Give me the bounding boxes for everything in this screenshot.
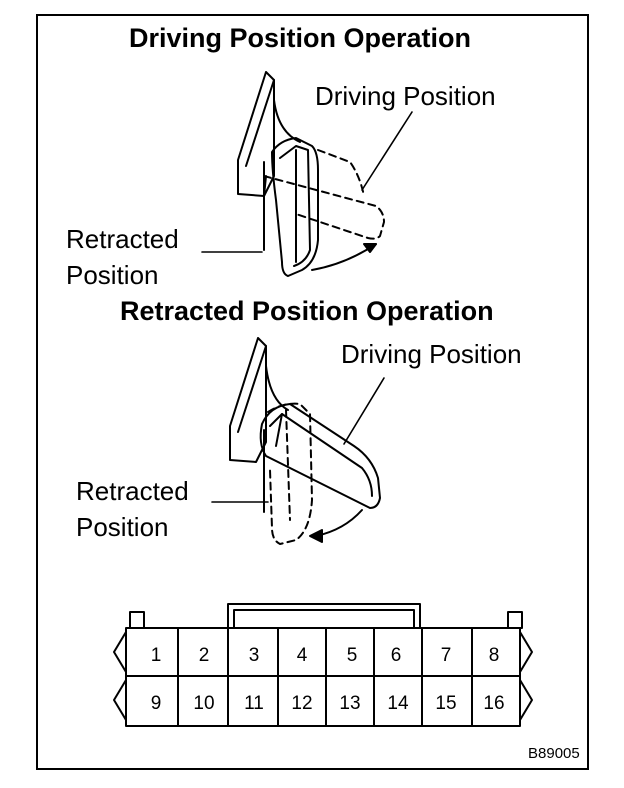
label-driving-position-top: Driving Position (315, 81, 496, 111)
connector-pin: 11 (244, 693, 264, 714)
connector-pin: 1 (150, 645, 162, 666)
title-driving-position-operation: Driving Position Operation (129, 23, 472, 53)
figure-code: B89005 (528, 745, 580, 762)
connector-pin: 5 (346, 645, 358, 666)
connector-pin: 3 (248, 645, 260, 666)
connector-pin: 8 (488, 645, 500, 666)
label-retracted-bottom-line2: Position (76, 512, 169, 542)
connector-pin: 14 (387, 693, 409, 714)
label-driving-position-bottom: Driving Position (341, 339, 522, 369)
mirror-driving-operation-illustration (201, 71, 413, 277)
connector-pin: 7 (440, 645, 452, 666)
connector-pin: 4 (296, 645, 308, 666)
connector-pin: 10 (193, 693, 215, 714)
title-retracted-position-operation: Retracted Position Operation (120, 296, 494, 326)
connector-outline (113, 603, 533, 727)
label-retracted-bottom-line1: Retracted (76, 476, 189, 506)
connector-pin: 15 (435, 693, 457, 714)
label-retracted-top-line1: Retracted (66, 224, 179, 254)
connector-pin: 6 (390, 645, 402, 666)
connector-pin: 16 (483, 693, 505, 714)
connector-pin: 2 (198, 645, 210, 666)
connector-pin: 9 (150, 693, 162, 714)
connector-pin: 12 (291, 693, 313, 714)
label-retracted-top-line2: Position (66, 260, 159, 290)
mirror-retracted-operation-illustration (211, 337, 385, 545)
figure-frame (36, 14, 589, 770)
connector-pin: 13 (339, 693, 361, 714)
